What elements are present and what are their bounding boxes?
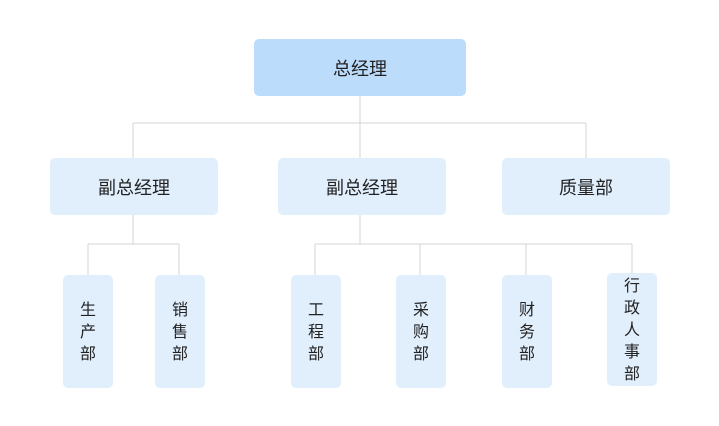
- node-quality-dept: 质量部: [502, 158, 670, 215]
- node-admin-hr-dept-label: 行政人事部: [624, 275, 641, 383]
- node-deputy-manager-1: 副总经理: [50, 158, 218, 215]
- node-deputy-manager-1-label: 副总经理: [98, 177, 170, 199]
- node-purchasing-dept-label: 采购部: [413, 299, 430, 363]
- node-general-manager: 总经理: [254, 39, 466, 96]
- node-sales-dept: 销售部: [155, 275, 205, 388]
- node-engineering-dept: 工程部: [291, 275, 341, 388]
- node-sales-dept-label: 销售部: [172, 299, 189, 363]
- node-engineering-dept-label: 工程部: [308, 299, 325, 363]
- node-production-dept-label: 生产部: [80, 299, 97, 363]
- node-finance-dept-label: 财务部: [519, 299, 536, 363]
- node-purchasing-dept: 采购部: [396, 275, 446, 388]
- node-general-manager-label: 总经理: [333, 58, 387, 80]
- node-deputy-manager-2-label: 副总经理: [326, 177, 398, 199]
- node-quality-dept-label: 质量部: [559, 177, 613, 199]
- node-admin-hr-dept: 行政人事部: [607, 273, 657, 386]
- node-deputy-manager-2: 副总经理: [278, 158, 446, 215]
- node-production-dept: 生产部: [63, 275, 113, 388]
- node-finance-dept: 财务部: [502, 275, 552, 388]
